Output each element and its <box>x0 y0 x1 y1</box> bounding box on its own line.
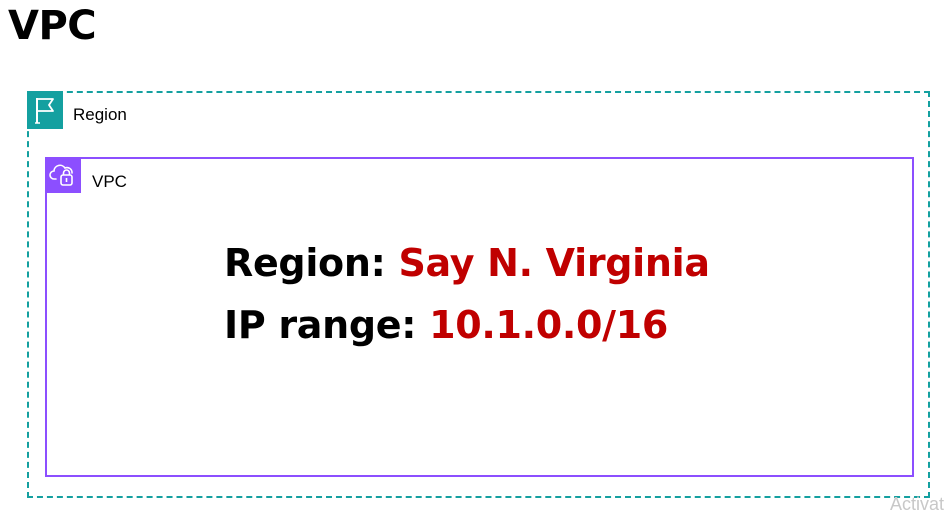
region-flag-icon <box>27 91 63 129</box>
page-title: VPC <box>8 3 97 49</box>
ip-range-info-key: IP range: <box>224 303 417 347</box>
region-label: Region <box>73 105 127 124</box>
vpc-label: VPC <box>92 172 127 191</box>
vpc-cloud-lock-icon <box>45 157 81 193</box>
ip-range-info-value: 10.1.0.0/16 <box>429 303 669 347</box>
region-info-line: Region: Say N. Virginia <box>224 240 710 286</box>
vpc-group: VPC <box>45 157 914 477</box>
region-group: Region <box>27 91 930 498</box>
ip-range-info-line: IP range: 10.1.0.0/16 <box>224 302 668 348</box>
region-info-value: Say N. Virginia <box>398 241 710 285</box>
region-info-key: Region: <box>224 241 386 285</box>
activation-watermark: Activat <box>890 494 945 514</box>
